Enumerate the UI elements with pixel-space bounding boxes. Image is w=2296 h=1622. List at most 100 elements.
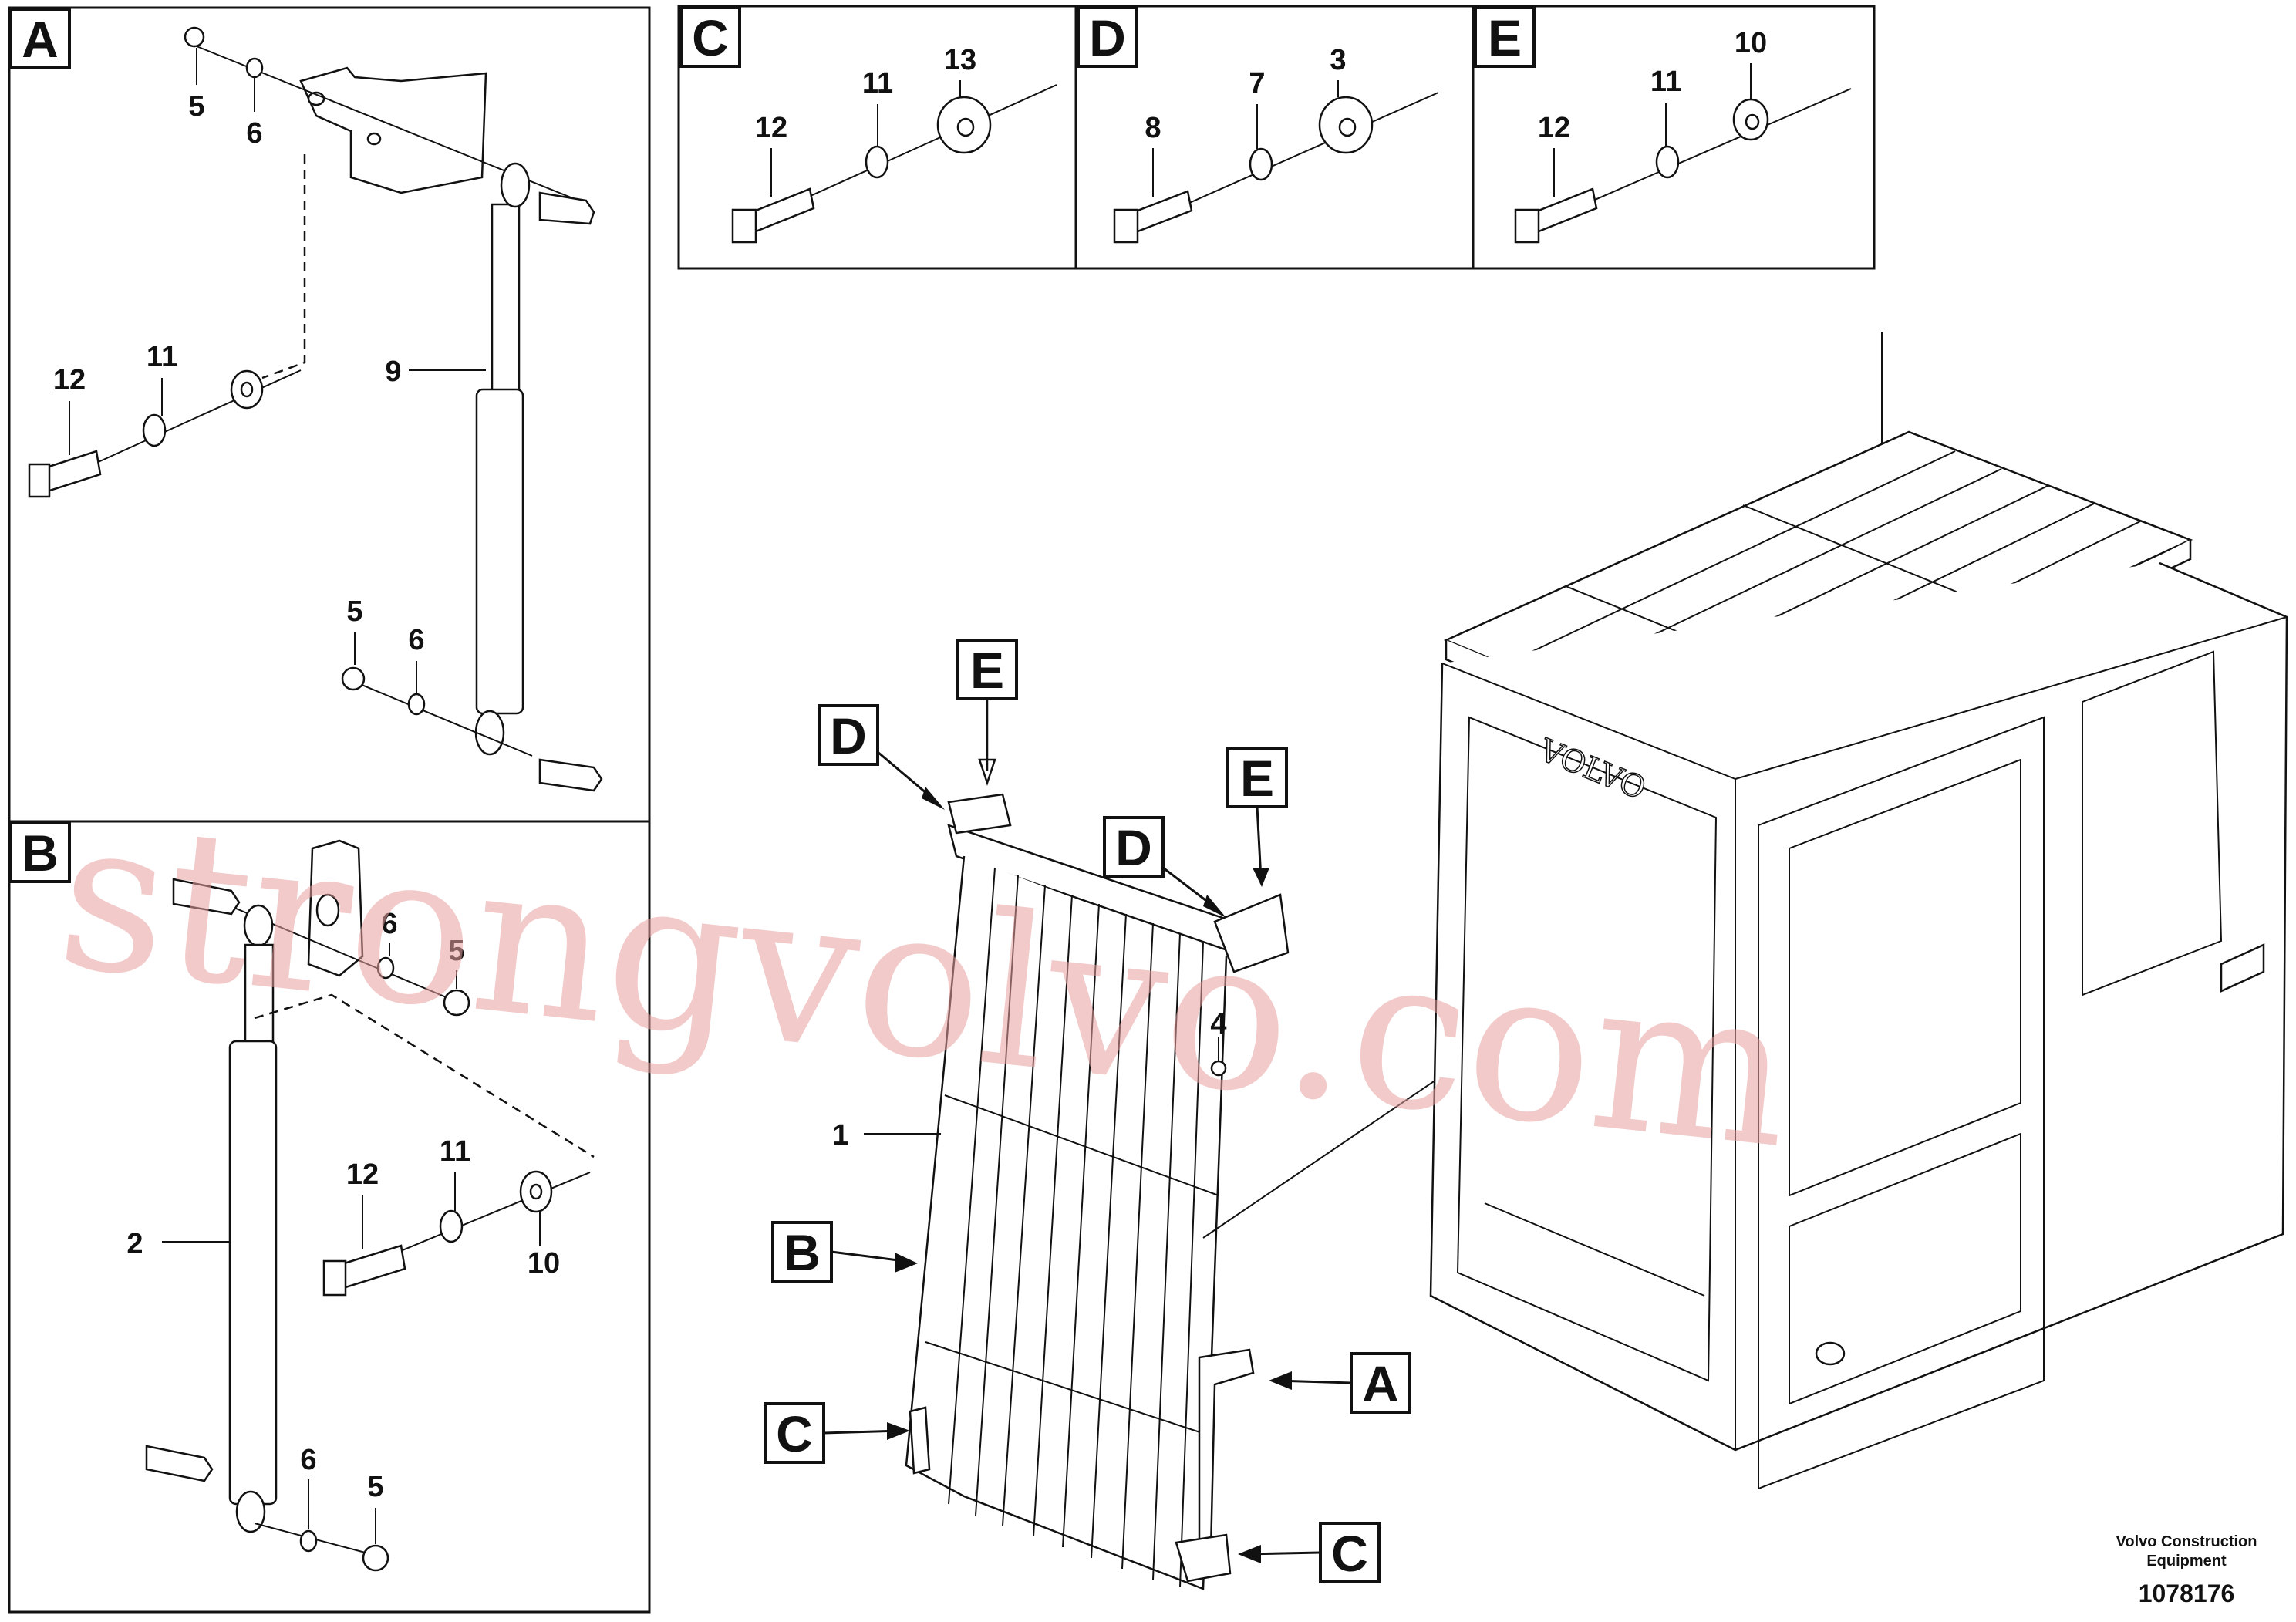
callout-d-1-box [818, 704, 879, 766]
callout-c-2: C [1331, 1525, 1368, 1582]
guard-strut-bracket [1198, 1348, 1255, 1552]
view-b-frame [8, 820, 651, 1614]
label-c-11: 11 [862, 67, 893, 99]
view-c-washer-11 [865, 145, 889, 179]
callout-e-2: E [1240, 750, 1274, 807]
guard-slats [948, 867, 1204, 1588]
label-b-5: 5 [448, 935, 464, 967]
front-guard: 4 1 [832, 793, 1528, 1590]
cab-door-handle [1815, 1341, 1846, 1366]
document-number: 1078176 [2139, 1580, 2235, 1607]
guard-lower-bracket-right [1175, 1533, 1232, 1583]
views-cde-frame [677, 5, 1876, 270]
view-b-strut-cylinder [228, 1040, 278, 1506]
view-b-strut-rod [244, 943, 275, 1047]
callout-e-2-box [1226, 747, 1288, 808]
cab-rear-window [2082, 650, 2223, 996]
company-line-1: Volvo Construction [2116, 1533, 2257, 1550]
view-a-bracket-hole-2 [366, 132, 382, 146]
view-a-tag: A [22, 11, 59, 68]
label-a-6-lower: 6 [408, 624, 424, 656]
view-a-washer-6 [245, 57, 264, 79]
view-b-bolt-12 [338, 1244, 406, 1290]
label-a-9: 9 [385, 356, 401, 388]
view-e-bolt-12 [1533, 187, 1598, 233]
callouts: E D E D B C A C [764, 639, 1411, 1583]
view-e-washer-11 [1655, 145, 1680, 179]
view-b-tag: B [22, 824, 59, 882]
excavator-cab: VOLVO [1429, 332, 2288, 1490]
label-a-5-lower: 5 [346, 595, 362, 628]
view-d-bolt-8 [1132, 190, 1193, 233]
view-d-washer-7 [1249, 147, 1273, 181]
callout-a: A [1362, 1355, 1399, 1412]
cab-body [1429, 561, 2288, 1452]
view-a-frame [8, 6, 651, 823]
view-a-washer-6-lower [407, 693, 426, 716]
view-c-bolt-12 [750, 187, 815, 233]
view-b-washer-6-lower [299, 1529, 318, 1553]
label-d-7: 7 [1249, 67, 1265, 99]
label-a-5: 5 [188, 90, 204, 123]
view-e-tag-box [1474, 6, 1536, 68]
label-d-8: 8 [1145, 112, 1161, 144]
view-a-pin-bottom [538, 758, 603, 792]
label-d-3: 3 [1330, 44, 1346, 76]
label-b-6-lower: 6 [300, 1444, 316, 1476]
view-b-dash [254, 993, 595, 1158]
views-cde: C 12 11 13 D 8 7 3 E 1 [677, 5, 1876, 270]
label-main-1: 1 [832, 1119, 848, 1152]
view-a-nut-5 [184, 26, 205, 48]
view-a-strut-eye-bottom [474, 710, 505, 756]
guard-bracket-right [1213, 893, 1290, 973]
label-b-5-lower: 5 [367, 1471, 383, 1503]
cab-front-window [1456, 716, 1718, 1382]
label-e-12: 12 [1538, 112, 1570, 144]
label-a-12: 12 [53, 364, 86, 396]
view-a-dash [261, 154, 306, 379]
label-b-11: 11 [440, 1135, 470, 1168]
cab-door-window-upper [1789, 758, 2021, 1197]
label-b-6: 6 [381, 908, 397, 940]
label-e-10: 10 [1735, 27, 1767, 59]
view-a-tag-box [9, 8, 71, 69]
callout-d-2-box [1103, 816, 1165, 878]
guard-lower-bracket-left [909, 1406, 931, 1475]
view-a-bracket [299, 66, 487, 194]
callout-b-box [771, 1221, 833, 1283]
view-b-nut-5 [443, 989, 470, 1017]
label-b-10: 10 [528, 1247, 560, 1280]
view-b-tag-box [9, 821, 71, 883]
view-c-tag: C [692, 9, 729, 66]
callout-e-1: E [970, 642, 1004, 699]
callout-b: B [784, 1224, 821, 1281]
view-b: B 6 5 2 12 11 10 [8, 820, 651, 1614]
view-a-pin-top [538, 191, 595, 225]
label-b-12: 12 [346, 1158, 379, 1191]
footer: Volvo Construction Equipment 1078176 [2116, 1533, 2257, 1607]
cab-side-badge [2220, 943, 2265, 993]
view-c-tag-box [679, 6, 741, 68]
cab-door [1758, 716, 2045, 1490]
guard-crossbar-2 [925, 1341, 1208, 1435]
view-a-strut-eye-top [500, 162, 531, 208]
view-e-tag: E [1488, 9, 1522, 66]
label-a-6: 6 [246, 117, 262, 150]
view-b-pin [172, 878, 241, 916]
view-a: A 5 6 9 12 11 5 [8, 6, 651, 823]
view-b-washer-6 [376, 956, 395, 980]
view-b-pin-bottom [145, 1445, 214, 1482]
guard-bracket-left [947, 793, 1012, 835]
callout-c-1-box [764, 1402, 825, 1464]
callout-d-1: D [830, 707, 867, 764]
view-b-washer-11 [439, 1209, 464, 1243]
view-a-strut-rod [491, 203, 521, 395]
label-main-4: 4 [1210, 1008, 1226, 1040]
company-line-2: Equipment [2146, 1553, 2227, 1570]
label-b-2: 2 [126, 1228, 143, 1260]
callout-d-2: D [1115, 819, 1152, 876]
cab-door-window-lower [1789, 1132, 2021, 1405]
view-b-nut-5-lower [362, 1544, 389, 1572]
view-d-tag: D [1089, 9, 1126, 66]
